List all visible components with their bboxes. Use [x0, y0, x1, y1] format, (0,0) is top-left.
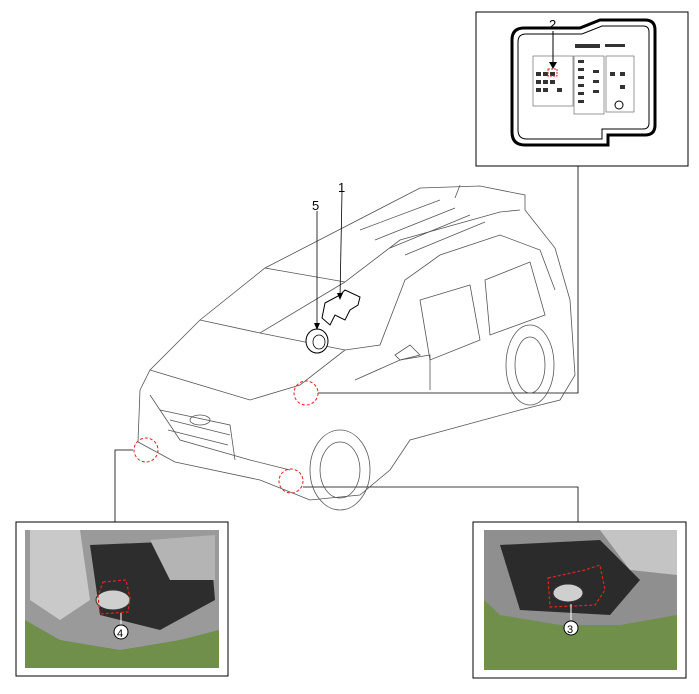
callout-4: 4 — [117, 628, 123, 640]
fuse-box-inset: 2 — [475, 11, 689, 167]
photo-inset-left: 4 — [15, 521, 229, 677]
component-5 — [305, 328, 329, 354]
callout-2: 2 — [549, 17, 556, 32]
callout-5: 5 — [312, 198, 319, 213]
photo-inset-right: 3 — [472, 521, 687, 679]
location-markers — [133, 380, 319, 494]
vehicle-outline — [137, 184, 576, 511]
leader-lines — [114, 166, 579, 522]
callout-1: 1 — [338, 180, 345, 195]
component-1 — [321, 289, 361, 326]
callout-3: 3 — [567, 624, 573, 636]
